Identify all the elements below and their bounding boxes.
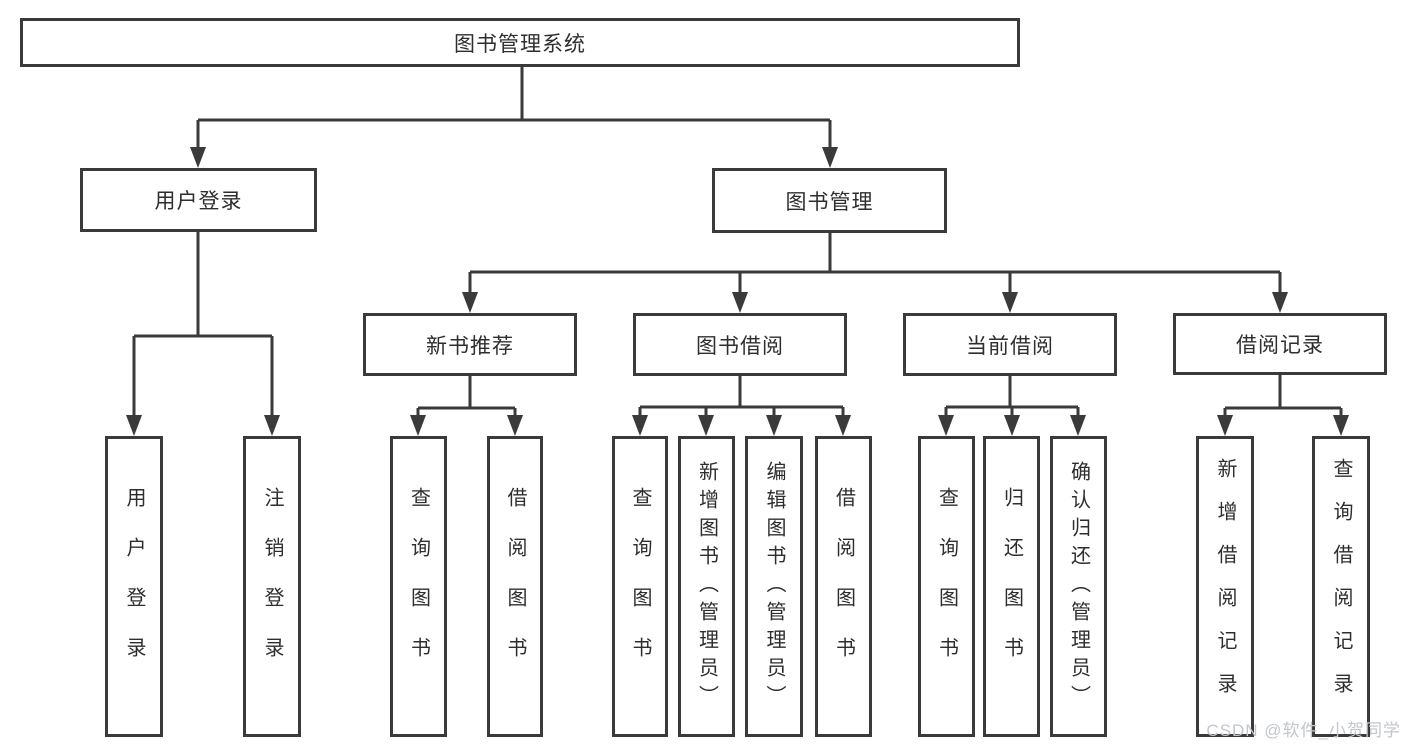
arrowhead-icon bbox=[1272, 292, 1288, 313]
node-label: 图书管理 bbox=[785, 190, 874, 214]
node-new-book-recommend: 新书推荐 bbox=[363, 313, 577, 376]
node-root: 图书管理系统 bbox=[20, 18, 1020, 67]
arrowhead-icon bbox=[264, 415, 280, 436]
arrowhead-icon bbox=[462, 292, 478, 313]
node-leaf-query-book-3: 查询图书 bbox=[918, 436, 975, 737]
node-leaf-add-record: 新增借阅记录 bbox=[1196, 436, 1254, 737]
node-label: 新增图书（管理员） bbox=[695, 460, 718, 713]
arrowhead-icon bbox=[698, 415, 714, 436]
arrowhead-icon bbox=[766, 415, 782, 436]
node-leaf-confirm-return: 确认归还（管理员） bbox=[1050, 436, 1107, 737]
node-leaf-borrow-book-1: 借阅图书 bbox=[487, 436, 543, 737]
node-label: 编辑图书（管理员） bbox=[763, 460, 785, 713]
node-leaf-borrow-book-2: 借阅图书 bbox=[815, 436, 872, 737]
node-label: 用户登录 bbox=[154, 190, 243, 213]
arrowhead-icon bbox=[1070, 415, 1086, 436]
arrowhead-icon bbox=[732, 292, 748, 313]
node-leaf-query-book-2: 查询图书 bbox=[612, 436, 668, 737]
node-label: 确认归还（管理员） bbox=[1067, 460, 1090, 713]
node-user-login: 用户登录 bbox=[80, 168, 317, 232]
arrowhead-icon bbox=[190, 147, 206, 168]
node-leaf-user-login: 用户登录 bbox=[105, 436, 163, 737]
node-label: 新增借阅记录 bbox=[1214, 457, 1236, 716]
node-leaf-query-record: 查询借阅记录 bbox=[1312, 436, 1370, 737]
arrowhead-icon bbox=[1002, 292, 1018, 313]
node-current-borrowing: 当前借阅 bbox=[903, 313, 1117, 376]
arrowhead-icon bbox=[126, 415, 142, 436]
node-leaf-edit-book: 编辑图书（管理员） bbox=[745, 436, 803, 737]
node-label: 借阅记录 bbox=[1236, 334, 1324, 357]
node-borrowing-records: 借阅记录 bbox=[1173, 313, 1387, 375]
arrowhead-icon bbox=[632, 415, 648, 436]
node-book-management: 图书管理 bbox=[712, 168, 947, 233]
node-book-borrowing: 图书借阅 bbox=[633, 313, 847, 376]
node-label: 归还图书 bbox=[1000, 486, 1023, 687]
node-label: 用户登录 bbox=[123, 486, 145, 687]
arrowhead-icon bbox=[507, 415, 523, 436]
arrowhead-icon bbox=[410, 415, 426, 436]
node-label: 图书管理系统 bbox=[454, 32, 586, 56]
node-label: 借阅图书 bbox=[832, 486, 855, 687]
node-label: 查询图书 bbox=[629, 486, 651, 687]
node-label: 图书借阅 bbox=[696, 334, 784, 358]
node-label: 注销登录 bbox=[261, 486, 283, 687]
arrowhead-icon bbox=[835, 415, 851, 436]
arrowhead-icon bbox=[938, 415, 954, 436]
arrowhead-icon bbox=[1333, 415, 1349, 436]
watermark: CSDN @软件_小贺同学 bbox=[1206, 721, 1401, 740]
node-label: 新书推荐 bbox=[426, 334, 514, 358]
node-label: 查询借阅记录 bbox=[1330, 457, 1352, 716]
node-leaf-logout: 注销登录 bbox=[243, 436, 301, 737]
node-label: 查询图书 bbox=[407, 486, 430, 687]
node-leaf-return-book: 归还图书 bbox=[983, 436, 1040, 737]
node-leaf-add-book: 新增图书（管理员） bbox=[678, 436, 735, 737]
arrowhead-icon bbox=[1004, 415, 1020, 436]
arrowhead-icon bbox=[1217, 415, 1233, 436]
node-label: 当前借阅 bbox=[966, 334, 1054, 358]
node-leaf-query-book-1: 查询图书 bbox=[390, 436, 447, 737]
node-label: 借阅图书 bbox=[504, 486, 526, 687]
node-label: 查询图书 bbox=[935, 486, 958, 687]
arrowhead-icon bbox=[822, 147, 838, 168]
